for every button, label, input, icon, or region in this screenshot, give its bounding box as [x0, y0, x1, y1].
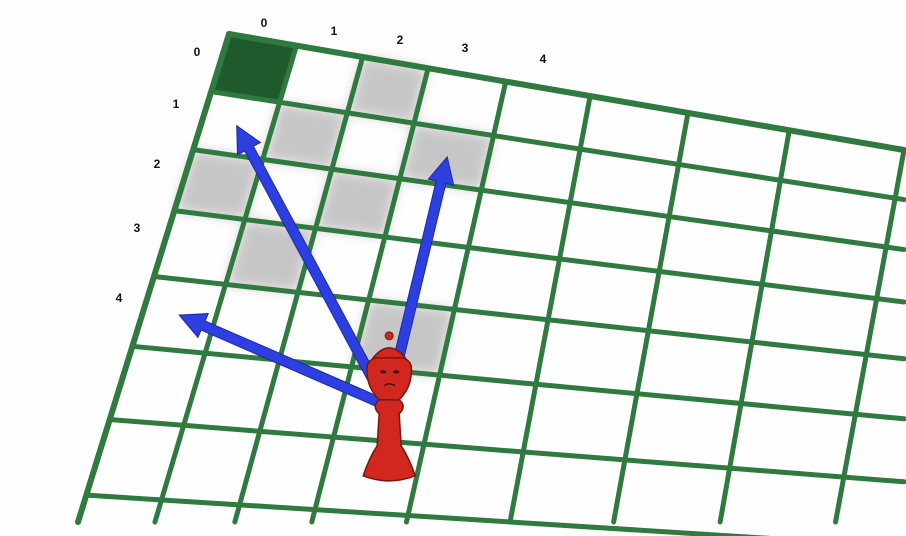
- grid-column-line: [836, 150, 904, 522]
- column-label-4: 4: [540, 52, 547, 66]
- grid-column-line: [720, 130, 789, 522]
- row-label-2: 2: [154, 157, 161, 171]
- row-label-4: 4: [116, 291, 123, 305]
- grid-row-line: [132, 346, 904, 418]
- row-label-1: 1: [173, 97, 180, 111]
- row-label-3: 3: [134, 221, 141, 235]
- column-label-2: 2: [397, 33, 404, 47]
- board-grid: [78, 34, 904, 536]
- grid-row-line: [110, 420, 904, 482]
- grid-row-line: [86, 495, 904, 536]
- column-label-3: 3: [462, 41, 469, 55]
- column-label-0: 0: [261, 16, 268, 30]
- column-label-1: 1: [331, 24, 338, 38]
- row-label-0: 0: [194, 45, 201, 59]
